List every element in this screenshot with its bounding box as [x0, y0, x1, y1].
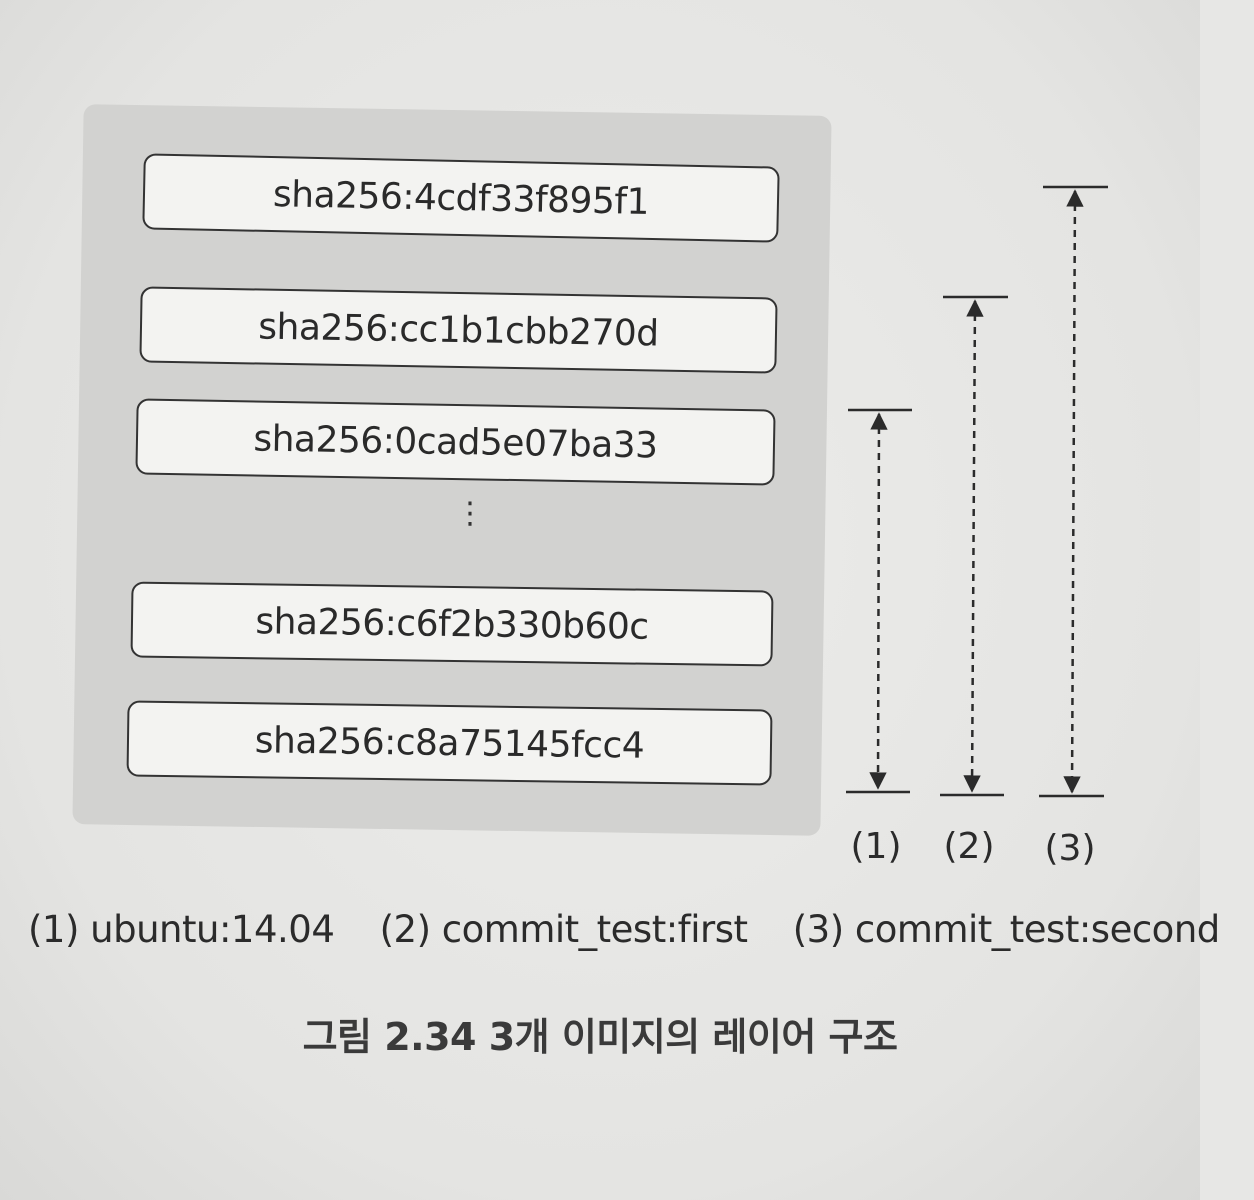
legend: (1) ubuntu:14.04 (2) commit_test:first (…: [28, 908, 1220, 951]
range-label: (2): [943, 826, 995, 867]
figure-caption: 그림 2.34 3개 이미지의 레이어 구조: [302, 1015, 898, 1059]
range-2-arrow: [940, 295, 1008, 797]
range-arrows: [846, 185, 1108, 798]
range-label: (3): [1044, 828, 1096, 869]
range-3-arrow: [1039, 185, 1108, 798]
legend-item: (2) commit_test:first: [379, 908, 748, 951]
range-label: (1): [850, 826, 902, 867]
legend-item: (3) commit_test:second: [792, 908, 1221, 951]
range-1-arrow: [846, 408, 912, 794]
legend-item: (1) ubuntu:14.04: [28, 908, 335, 951]
